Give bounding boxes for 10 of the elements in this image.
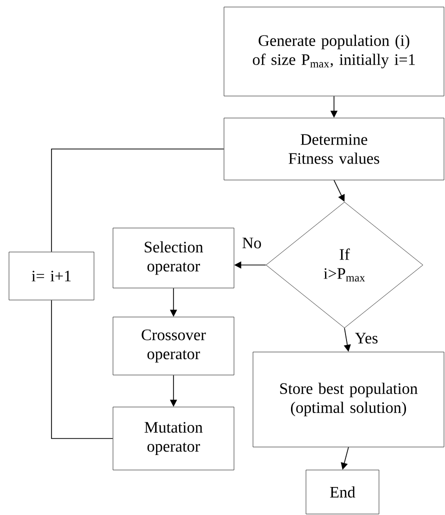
process-box: i= i+1 xyxy=(8,252,94,300)
edge-label: Yes xyxy=(354,332,380,345)
terminal-box: End xyxy=(306,470,380,514)
process-box: Generate population (i) of size P$_{max}$, initially i=1 xyxy=(224,6,444,96)
process-box: Crossover operator xyxy=(112,316,234,376)
process-box: Store best population (optimal solution) xyxy=(252,352,444,448)
process-box: Mutation operator xyxy=(112,406,234,470)
process-box: Selection operator xyxy=(112,228,234,288)
process-box: Determine Fitness values xyxy=(224,118,444,180)
edge-label: No xyxy=(241,236,263,250)
